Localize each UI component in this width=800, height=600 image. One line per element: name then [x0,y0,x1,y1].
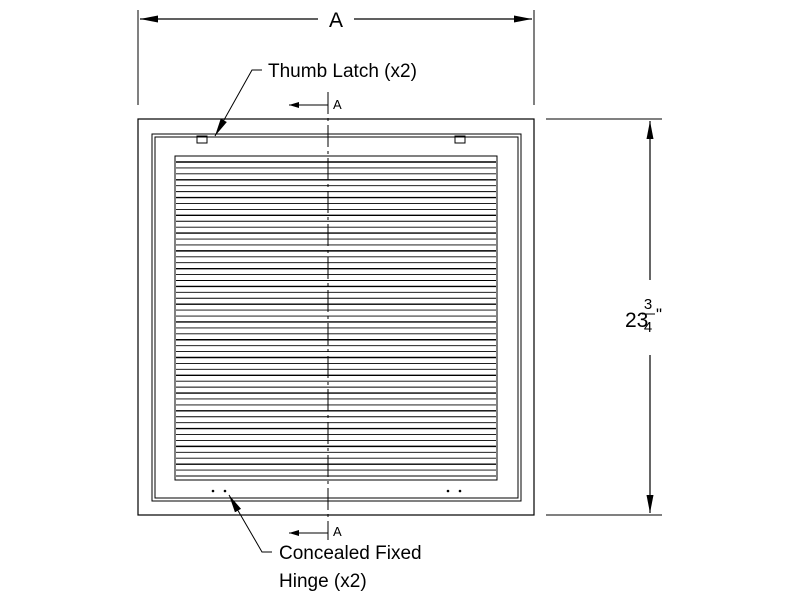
thumb-latch-label: Thumb Latch (x2) [268,61,417,82]
section-cut: A A [289,92,342,540]
hinge-callout: Concealed Fixed Hinge (x2) [228,494,422,592]
section-label-top: A [333,97,342,112]
section-label-bottom: A [333,524,342,539]
height-whole-label: 23 [625,309,648,332]
hinge-right-dot-1 [446,489,450,493]
thumb-latches [196,135,466,144]
thumb-latch-leader [214,69,262,137]
width-dimension: A [137,9,535,105]
height-unit-label: " [656,305,662,324]
outer-frame [137,118,535,516]
height-fraction-numerator: 3 [644,296,652,313]
hinge-right-dot-2 [458,489,462,493]
width-dimension-label: A [329,9,343,32]
thumb-latch-callout: Thumb Latch (x2) [214,61,417,137]
thumb-latch-left [196,135,208,144]
louver-blades [176,161,496,477]
thumb-latch-right [454,135,466,144]
door-frame-outer [151,133,522,502]
louver-core [174,155,498,481]
hinge-left-dot-2 [223,489,227,493]
hinge-left-dot-1 [211,489,215,493]
grille-frame [137,118,535,516]
concealed-hinges [211,489,462,493]
height-dimension: 23 3 4 " [546,118,662,516]
hinge-label-line2: Hinge (x2) [279,571,367,592]
hinge-leader [228,494,272,553]
door-frame-inner [154,136,519,499]
hinge-label-line1: Concealed Fixed [279,543,422,564]
height-fraction-denominator: 4 [644,319,652,336]
